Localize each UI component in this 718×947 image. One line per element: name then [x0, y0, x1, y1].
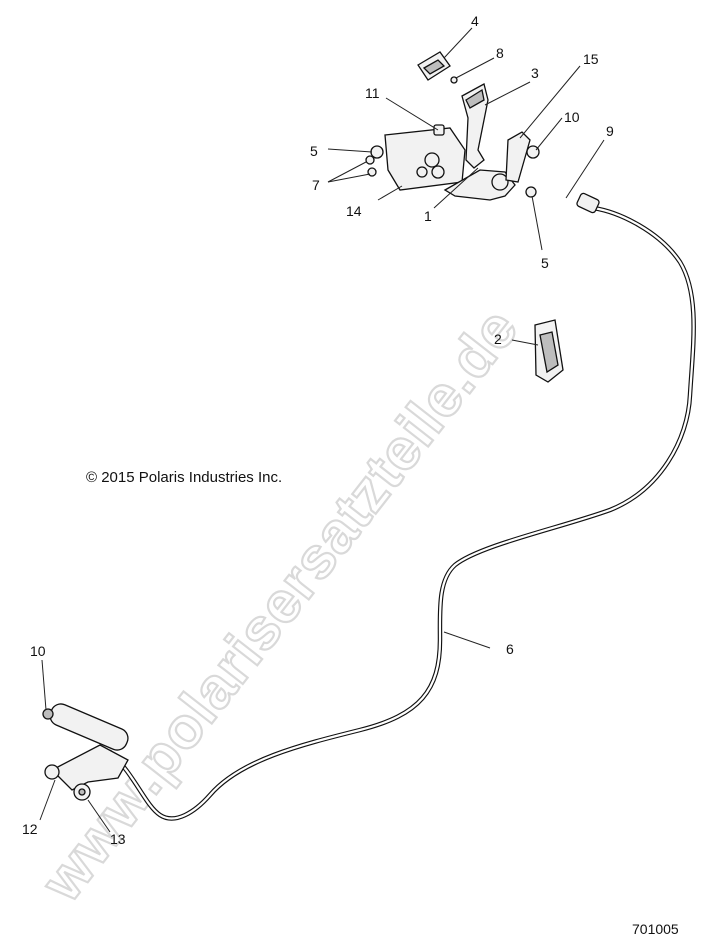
- pedal-assembly: [384, 83, 531, 201]
- copyright-text: © 2015 Polaris Industries Inc.: [86, 469, 282, 486]
- callout-labels: 4 8 3 15 11 10 9 5 7 14 1 5 2 6 10 12 13: [22, 13, 614, 847]
- watermark-text: www.polarisersatzteile.de: [28, 296, 531, 914]
- callout-7: 7: [312, 177, 320, 193]
- diagram-number: 701005: [632, 921, 679, 937]
- callout-4: 4: [471, 13, 479, 29]
- callout-9: 9: [606, 123, 614, 139]
- callout-12: 12: [22, 821, 38, 837]
- callout-10-upper: 10: [564, 109, 580, 125]
- callout-3: 3: [531, 65, 539, 81]
- cable-end-upper: [576, 192, 600, 214]
- part-4: [417, 51, 451, 81]
- callout-10-lower: 10: [30, 643, 46, 659]
- callout-5-left: 5: [310, 143, 318, 159]
- brake-cable: [107, 205, 696, 821]
- callout-1: 1: [424, 208, 432, 224]
- callout-5-right: 5: [541, 255, 549, 271]
- callout-11: 11: [365, 85, 380, 101]
- watermark: www.polarisersatzteile.de: [27, 295, 532, 915]
- callout-14: 14: [346, 203, 362, 219]
- lower-lever-assembly: [42, 703, 129, 801]
- callout-13: 13: [110, 831, 126, 847]
- leader-lines: [39, 27, 605, 833]
- pedal-pad: [534, 319, 564, 383]
- callout-2: 2: [494, 331, 502, 347]
- callout-6: 6: [506, 641, 514, 657]
- callout-8: 8: [496, 45, 504, 61]
- callout-15: 15: [583, 51, 599, 67]
